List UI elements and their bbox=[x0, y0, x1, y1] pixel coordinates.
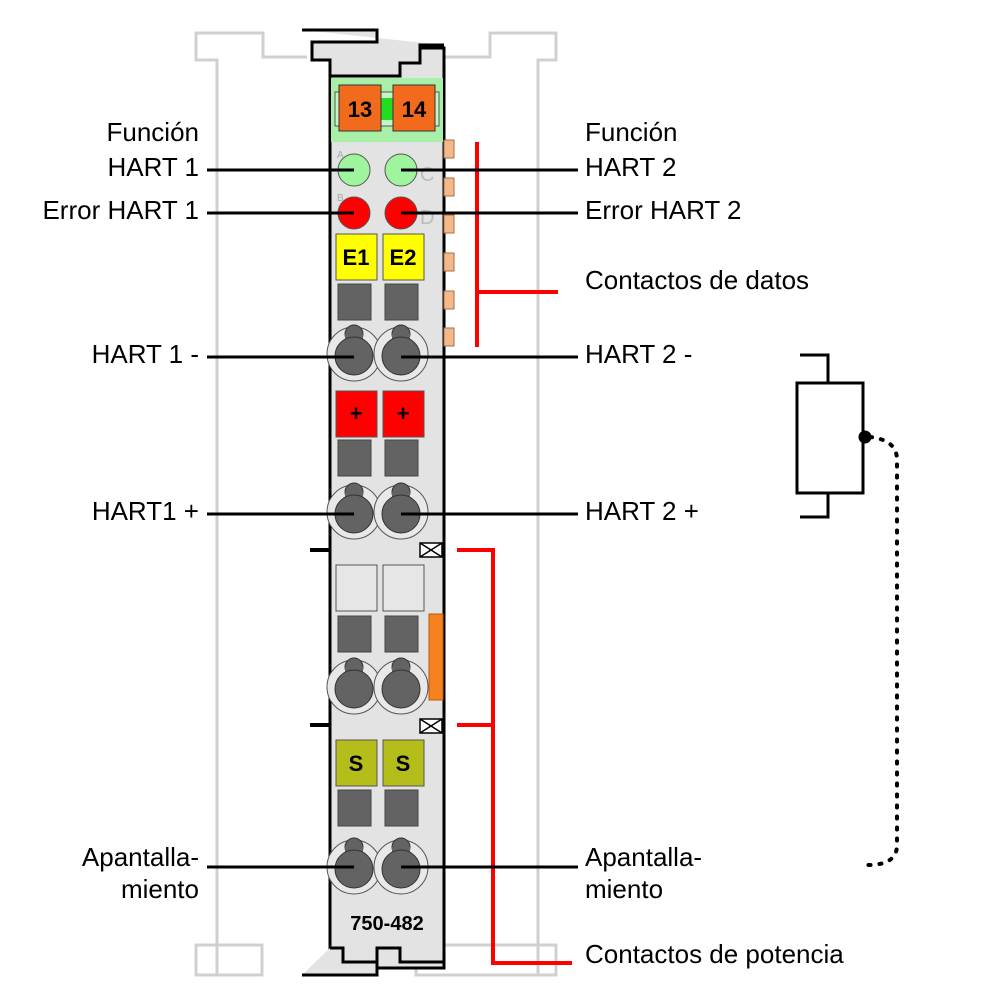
marker-e1-label: E1 bbox=[343, 245, 370, 270]
release-button[interactable] bbox=[337, 615, 372, 653]
clamp-terminal[interactable] bbox=[381, 669, 421, 709]
label-funcion-hart1-line2: HART 1 bbox=[107, 152, 199, 182]
data-contacts-bracket bbox=[475, 142, 558, 347]
marker-plus-1-label: + bbox=[350, 401, 363, 426]
release-button[interactable] bbox=[384, 439, 419, 477]
terminal-13-label: 13 bbox=[348, 97, 372, 122]
label-contactos-datos: Contactos de datos bbox=[585, 265, 809, 295]
label-funcion-hart2-line2: HART 2 bbox=[585, 152, 677, 182]
marker-blank-2 bbox=[382, 564, 425, 612]
marker-e2 bbox=[382, 233, 425, 281]
release-button[interactable] bbox=[384, 615, 419, 653]
data-contacts bbox=[443, 139, 455, 347]
led-letter-a: A bbox=[337, 150, 344, 161]
label-hart2-minus: HART 2 - bbox=[585, 339, 692, 369]
label-apantallamiento-left-line2: miento bbox=[121, 874, 199, 904]
terminal-header: 13 14 bbox=[331, 78, 443, 142]
label-apantallamiento-right-line1: Apantalla- bbox=[585, 842, 702, 872]
label-hart2-plus: HART 2 + bbox=[585, 496, 699, 526]
power-jumper bbox=[428, 613, 444, 701]
marker-s1 bbox=[335, 739, 378, 787]
clamp-terminal[interactable] bbox=[381, 849, 421, 889]
leader-lines bbox=[207, 168, 578, 869]
release-button[interactable] bbox=[384, 789, 419, 827]
marker-e2-label: E2 bbox=[390, 245, 417, 270]
marker-plus-1 bbox=[335, 390, 378, 438]
led-letter-d: D bbox=[420, 207, 434, 229]
marker-plus-2-label: + bbox=[397, 401, 410, 426]
clamp-terminal[interactable] bbox=[334, 849, 374, 889]
label-funcion-hart2-line1: Función bbox=[585, 117, 678, 147]
sensor-symbol bbox=[795, 353, 899, 867]
marker-blank-1 bbox=[335, 564, 378, 612]
markers bbox=[335, 233, 425, 787]
terminal-14-label: 14 bbox=[402, 97, 427, 122]
label-apantallamiento-right-line2: miento bbox=[585, 874, 663, 904]
label-funcion-hart1-line1: Función bbox=[107, 117, 200, 147]
marker-s2-label: S bbox=[396, 751, 411, 776]
power-contact-markers bbox=[419, 542, 443, 734]
part-number: 750-482 bbox=[350, 913, 423, 935]
terminal-13 bbox=[338, 84, 382, 132]
label-contactos-potencia: Contactos de potencia bbox=[585, 939, 844, 969]
marker-s1-label: S bbox=[349, 751, 364, 776]
marker-e1 bbox=[335, 233, 378, 281]
release-button[interactable] bbox=[337, 283, 372, 321]
clamp-terminal[interactable] bbox=[334, 669, 374, 709]
power-contacts-bracket bbox=[457, 548, 572, 965]
label-error-hart1: Error HART 1 bbox=[42, 195, 199, 225]
clamps bbox=[326, 283, 429, 895]
release-button[interactable] bbox=[384, 283, 419, 321]
marker-s2 bbox=[382, 739, 425, 787]
label-hart1-plus: HART1 + bbox=[92, 496, 199, 526]
terminal-14 bbox=[392, 84, 436, 132]
label-apantallamiento-left-line1: Apantalla- bbox=[82, 842, 199, 872]
release-button[interactable] bbox=[337, 789, 372, 827]
marker-plus-2 bbox=[382, 390, 425, 438]
led-letter-b: B bbox=[337, 193, 344, 204]
release-button[interactable] bbox=[337, 439, 372, 477]
label-error-hart2: Error HART 2 bbox=[585, 195, 742, 225]
din-rail-outline bbox=[194, 31, 558, 977]
led-letter-c: C bbox=[420, 164, 434, 186]
label-hart1-minus: HART 1 - bbox=[92, 339, 199, 369]
